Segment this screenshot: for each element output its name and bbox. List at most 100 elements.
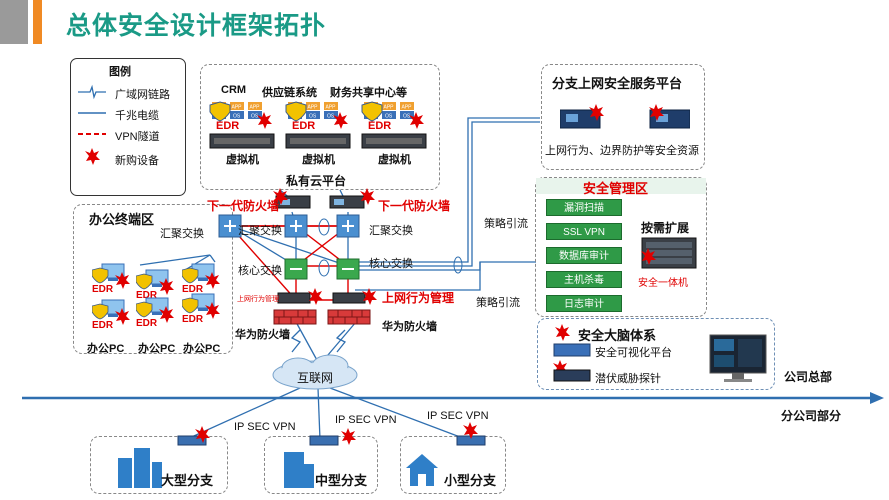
huawei-firewall-1: [273, 309, 317, 325]
office-pc-label-3: 办公PC: [183, 343, 221, 355]
os-mini-label: OS: [309, 114, 317, 120]
branch-medium-label: 中型分支: [315, 473, 368, 488]
agg-switch-icon-1: [218, 214, 242, 238]
btn-ssl-vpn: SSL VPN: [546, 223, 622, 240]
header-orange-bar: [33, 0, 42, 44]
office-pc-2: EDR: [135, 268, 176, 305]
expand-label: 按需扩展: [641, 221, 690, 235]
core-switch-icon-2: [336, 258, 360, 280]
app-mini-label: APP: [326, 105, 337, 111]
agg-label-right: 汇聚交换: [369, 225, 413, 237]
brain-item-probe: 潜伏威胁探针: [595, 373, 661, 385]
vpn-label-2: IP SEC VPN: [335, 414, 397, 426]
page-title: 总体安全设计框架拓扑: [66, 12, 327, 40]
ngfw-device-2: [329, 195, 365, 209]
app-mini-label: APP: [402, 105, 413, 111]
monitor-screen-icon: [709, 334, 767, 382]
pc-edr-label: EDR: [182, 314, 204, 325]
edr-shield-icon: [285, 101, 307, 122]
brain-title: 安全大脑体系: [578, 328, 657, 343]
branch-platform-title: 分支上网安全服务平台: [552, 76, 683, 91]
new-star-pc: [115, 272, 130, 289]
vpn-label-1: IP SEC VPN: [234, 421, 296, 433]
huawei-firewall-2: [327, 309, 371, 325]
new-star-behavior-1: [308, 288, 323, 305]
pc-edr-label: EDR: [92, 284, 114, 295]
brain-devices: [553, 324, 591, 382]
btn-db-audit: 数据库审计: [546, 247, 622, 264]
behavior-device-1: [277, 292, 311, 304]
office-pc-label-1: 办公PC: [87, 343, 125, 355]
threat-probe-icon: [553, 369, 591, 382]
new-star-pc: [159, 278, 174, 295]
vm-edr-label: EDR: [292, 120, 316, 132]
office-title: 办公终端区: [89, 212, 155, 227]
edr-shield-icon: [209, 101, 231, 122]
visual-platform-icon: [553, 343, 591, 357]
wan-link-icon: [78, 84, 106, 100]
core-label-right: 核心交换: [369, 258, 413, 270]
app-mini-label: APP: [384, 105, 395, 111]
vpn-label-3: IP SEC VPN: [427, 410, 489, 422]
office-pc-5: EDR: [135, 296, 176, 333]
legend-item-vpn: VPN隧道: [115, 131, 160, 143]
behavior-small-label: 上网行为管理: [237, 296, 279, 303]
branch-platform-desc: 上网行为、边界防护等安全资源: [545, 145, 699, 157]
new-star-behavior-2: [362, 288, 377, 305]
all-in-one-device-icon: [641, 237, 697, 269]
policy-label-top: 策略引流: [484, 218, 528, 230]
office-terminal-box: [73, 204, 233, 354]
hq-label: 公司总部: [784, 370, 833, 384]
legend-item-wan: 广域网链路: [115, 89, 170, 101]
os-mini-label: OS: [327, 114, 335, 120]
new-star-platform-2: [649, 104, 664, 121]
new-device-star-icon: [85, 148, 100, 165]
branch-platform-box: [541, 64, 705, 170]
branch-vpn-device-1: [177, 426, 210, 446]
agg-label-middle: 汇聚交换: [238, 225, 282, 237]
security-mgmt-box: [535, 177, 707, 317]
all-in-one-label: 安全一体机: [638, 278, 688, 289]
agg-label-left: 汇聚交换: [160, 228, 204, 240]
private-cloud-box: [200, 64, 440, 190]
pc-edr-label: EDR: [136, 318, 158, 329]
branch-vpn-device-2: [309, 428, 356, 446]
header-grey-bar: [0, 0, 28, 44]
behavior-label: 上网行为管理: [382, 291, 455, 305]
branch-small-label: 小型分支: [444, 473, 497, 488]
edr-shield-icon: [91, 267, 109, 284]
huawei-label-right: 华为防火墙: [382, 321, 437, 333]
pc-edr-label: EDR: [92, 320, 114, 331]
office-pc-6: EDR: [181, 292, 222, 329]
vm-group-2: APPOSAPPOSAPPOSEDR虚拟机: [282, 98, 356, 166]
small-branch-box: [400, 436, 506, 494]
office-pc-4: EDR: [91, 298, 132, 335]
vm-graphic: APPOSAPPOSAPPOS: [361, 101, 427, 149]
legend-item-new: 新购设备: [115, 155, 159, 167]
os-mini-label: OS: [403, 114, 411, 120]
edr-shield-icon: [181, 267, 199, 284]
edr-shield-icon: [361, 101, 383, 122]
legend-box: 图例: [70, 58, 186, 196]
edr-shield-icon: [135, 301, 153, 318]
branch-vpn-device-3: [456, 422, 486, 446]
app-mini-label: APP: [250, 105, 261, 111]
app-crm-label: CRM: [221, 84, 247, 96]
os-mini-label: OS: [233, 114, 241, 120]
office-pc-1: EDR: [91, 262, 132, 299]
ngfw-label-right: 下一代防火墙: [378, 199, 451, 213]
app-mini-label: APP: [308, 105, 319, 111]
new-star-vm: [333, 112, 348, 129]
vm-group-3: APPOSAPPOSAPPOSEDR虚拟机: [358, 98, 432, 166]
new-star-all-in-one: [641, 248, 656, 265]
vm-label: 虚拟机: [302, 154, 335, 166]
internet-label: 互联网: [297, 371, 334, 385]
new-star-pc: [115, 308, 130, 325]
new-star-pc: [205, 272, 220, 289]
legend-symbols: [78, 84, 106, 165]
office-pc-3: EDR: [181, 262, 222, 299]
ngfw-label-left: 下一代防火墙: [207, 199, 280, 213]
agg-switch-icon-3: [336, 214, 360, 238]
vm-group-1: APPOSAPPOSAPPOSEDR虚拟机: [206, 98, 280, 166]
vm-graphic: APPOSAPPOSAPPOS: [209, 101, 275, 149]
